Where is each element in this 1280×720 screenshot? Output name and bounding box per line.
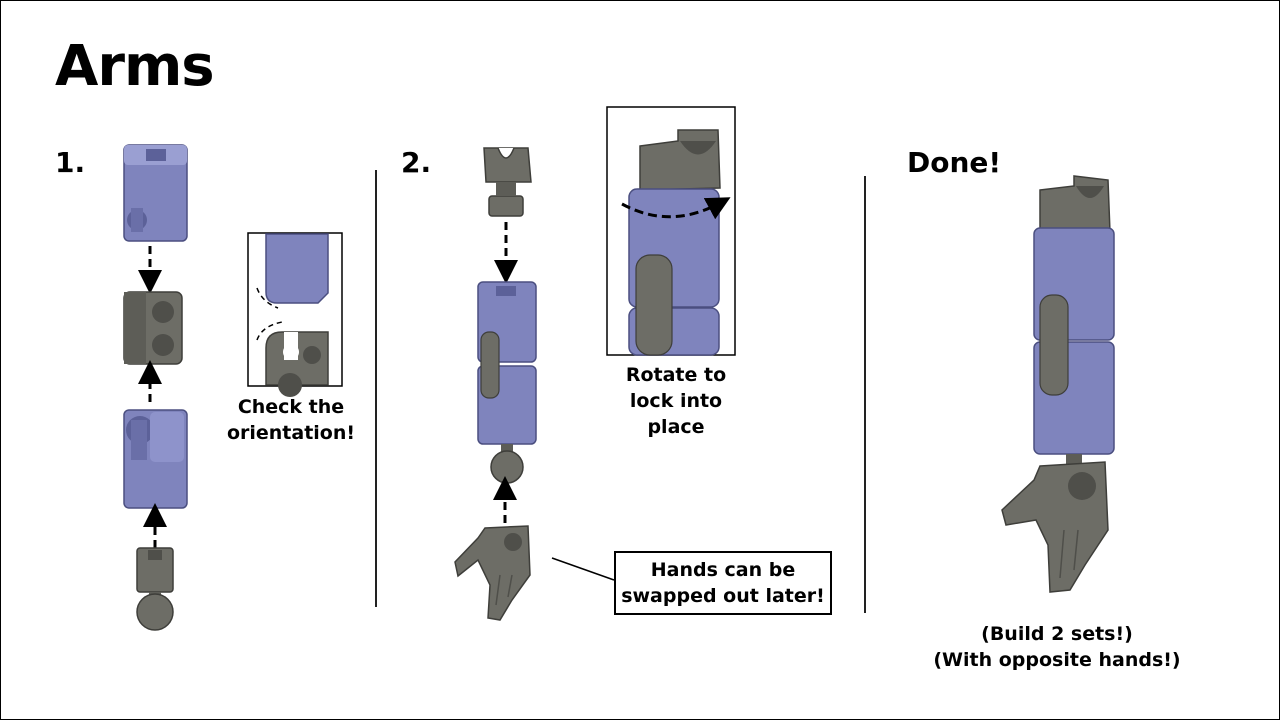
step2-clip-piece bbox=[483, 147, 532, 217]
orientation-caption: Check the orientation! bbox=[226, 394, 356, 446]
done-final-arm bbox=[1001, 175, 1115, 593]
done-label: Done! bbox=[907, 146, 1002, 179]
rotate-caption-line1: Rotate to bbox=[625, 364, 727, 386]
sets-caption-line2: (With opposite hands!) bbox=[933, 649, 1181, 671]
hands-callout-line1: Hands can be bbox=[650, 559, 796, 581]
step2-hand bbox=[454, 525, 531, 621]
divider-left bbox=[375, 170, 377, 607]
step1-ball-peg bbox=[136, 547, 174, 631]
rotate-inset bbox=[606, 106, 736, 356]
step1-lower-sleeve bbox=[123, 409, 188, 509]
orientation-caption-line2: orientation! bbox=[226, 422, 356, 444]
step-1-label: 1. bbox=[55, 146, 86, 179]
sets-caption-line1: (Build 2 sets!) bbox=[981, 623, 1133, 645]
page-title: Arms bbox=[55, 34, 215, 99]
step-2-label: 2. bbox=[401, 146, 432, 179]
sets-caption: (Build 2 sets!) (With opposite hands!) bbox=[927, 621, 1187, 673]
step1-joint-connector bbox=[123, 291, 183, 365]
callout-pointer bbox=[551, 557, 615, 581]
rotate-caption: Rotate to lock into place bbox=[606, 362, 746, 440]
rotate-caption-line3: place bbox=[647, 416, 705, 438]
divider-right bbox=[864, 176, 866, 613]
step2-assembled-arm bbox=[477, 281, 537, 484]
hands-callout: Hands can be swapped out later! bbox=[614, 551, 832, 615]
orientation-caption-line1: Check the bbox=[237, 396, 345, 418]
rotate-caption-line2: lock into bbox=[629, 390, 723, 412]
hands-callout-line2: swapped out later! bbox=[621, 585, 825, 607]
step1-upper-sleeve bbox=[123, 144, 188, 242]
orientation-inset bbox=[247, 232, 343, 397]
